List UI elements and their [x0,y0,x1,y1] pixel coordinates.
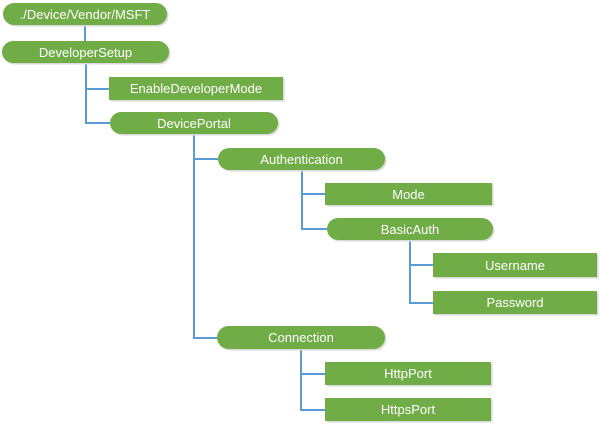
node-basic-auth: BasicAuth [327,218,493,240]
connector-connection-to-https-port-v [300,349,302,411]
connector-developer-setup-to-device-portal-h [84,122,110,124]
connector-developer-setup-to-enable-developer-mode-h [84,87,109,90]
connector-connection-to-http-port-h [300,372,325,375]
node-connection: Connection [217,326,385,349]
connector-connection-to-https-port-h [300,408,325,411]
connector-basic-auth-to-username-h [409,264,433,266]
node-device-portal: DevicePortal [110,112,278,134]
node-password: Password [433,291,597,314]
node-http-port: HttpPort [325,362,491,385]
node-authentication: Authentication [218,148,385,170]
node-username: Username [433,253,597,277]
connector-authentication-to-basic-auth-v [300,170,303,230]
connector-basic-auth-to-password-h [409,301,433,304]
connector-device-portal-to-authentication-h [193,158,218,160]
connector-device-portal-to-connection-h [193,336,217,339]
connector-authentication-to-basic-auth-h [300,228,327,230]
node-enable-developer-mode: EnableDeveloperMode [109,77,283,100]
connector-basic-auth-to-password-v [409,240,411,304]
connector-developer-setup-to-device-portal-v [84,63,87,124]
node-developer-setup: DeveloperSetup [2,41,169,63]
node-root: ./Device/Vendor/MSFT [3,3,167,25]
node-mode: Mode [325,183,492,205]
node-https-port: HttpsPort [325,398,491,421]
connector-authentication-to-mode-h [300,193,325,195]
connector-device-portal-to-connection-v [193,134,195,339]
connector-root-to-developer-setup-v [84,25,86,41]
